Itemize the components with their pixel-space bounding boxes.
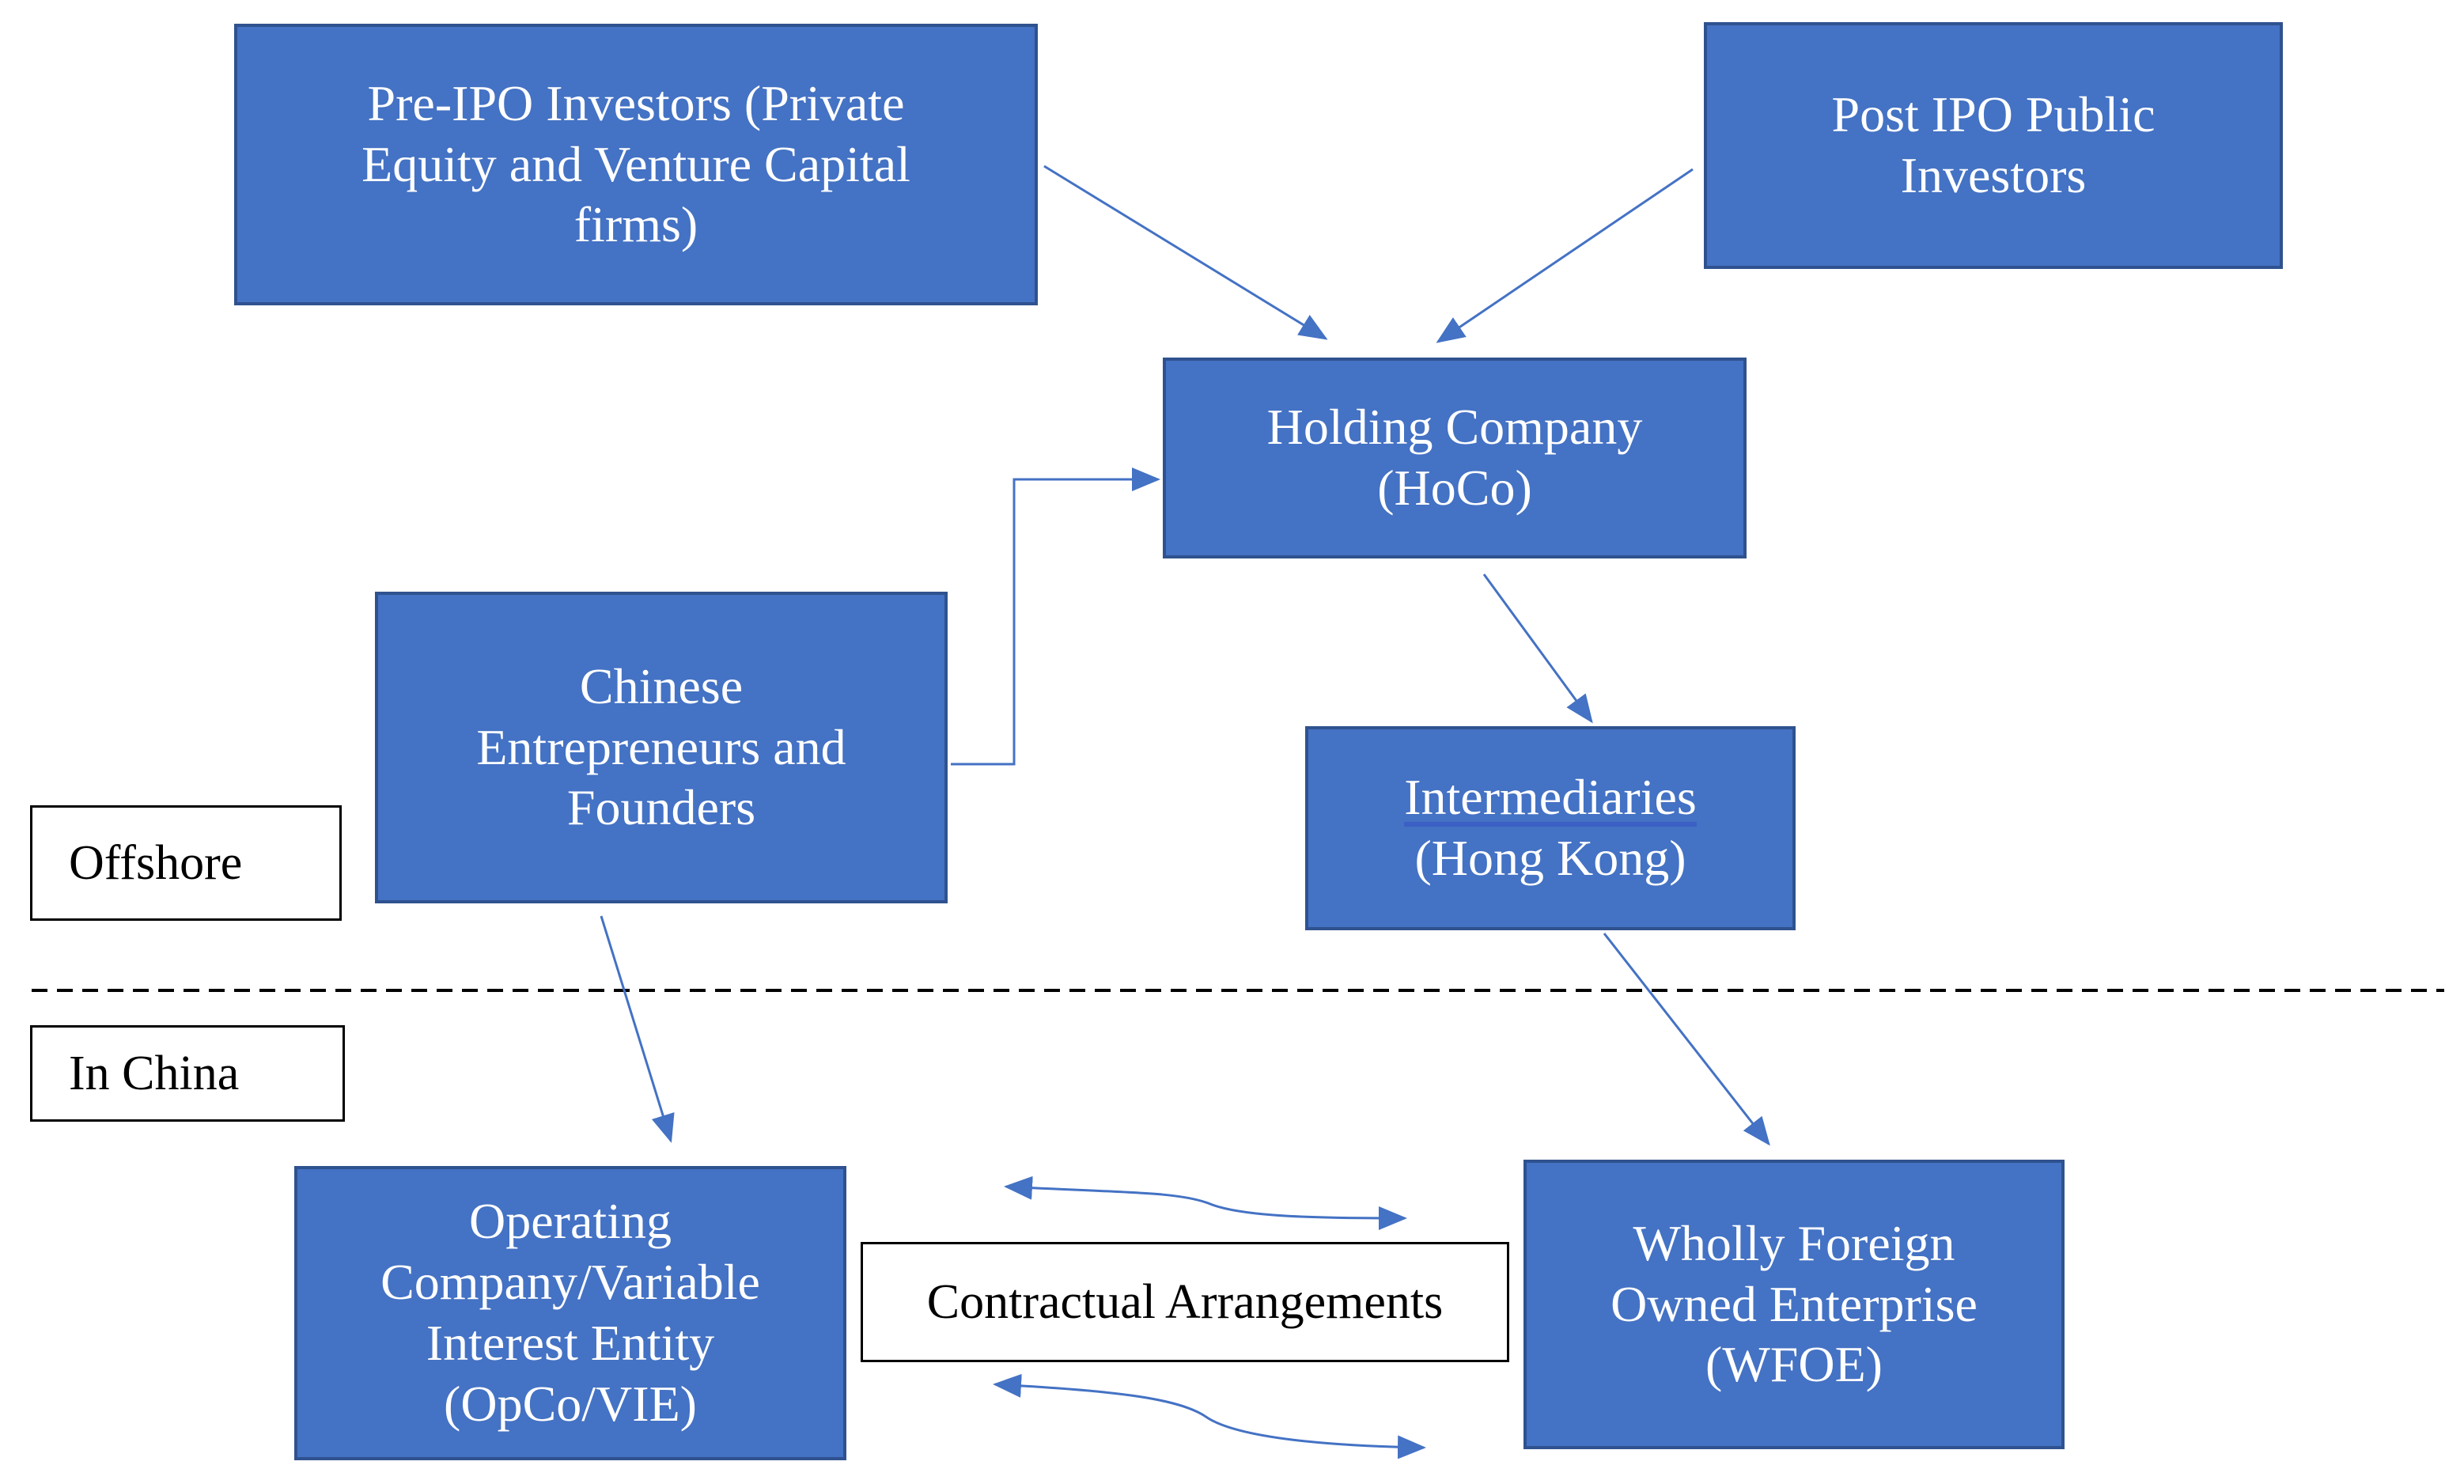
arrow-intermediaries-to-wfoe [1603,933,1770,1146]
node-hoco-line-2: (HoCo) [1377,460,1532,516]
node-founders-line-2: Entrepreneurs and [476,718,846,775]
node-opco-line-4: (OpCo/VIE) [444,1375,697,1432]
node-post-ipo-line-2: Investors [1900,147,2087,203]
zone-label-offshore: Offshore [30,805,342,921]
arrow-contract-lower [993,1373,1426,1459]
arrow-postipo-to-hoco [1436,168,1694,343]
node-opco-line-3: Interest Entity [426,1315,715,1371]
node-pre-ipo-investors: Pre-IPO Investors (Private Equity and Ve… [234,24,1038,305]
node-intermediaries-line-2: (Hong Kong) [1414,830,1686,886]
node-holding-company: Holding Company (HoCo) [1163,358,1747,558]
arrow-hoco-to-intermediaries [1482,574,1593,724]
arrow-contract-upper [1004,1175,1407,1230]
node-opco-vie: Operating Company/Variable Interest Enti… [294,1166,846,1460]
node-post-ipo-investors: Post IPO Public Investors [1704,22,2283,269]
node-intermediaries-line-1: Intermediaries [1404,769,1697,826]
node-opco-line-2: Company/Variable [380,1254,760,1311]
arrow-founders-to-hoco [951,468,1160,766]
label-contractual-arrangements: Contractual Arrangements [861,1242,1509,1362]
node-pre-ipo-line-3: firms) [573,196,698,253]
node-pre-ipo-line-1: Pre-IPO Investors (Private [367,74,905,131]
node-post-ipo-line-1: Post IPO Public [1831,86,2156,143]
arrow-founders-to-opco [600,915,675,1143]
node-founders-line-1: Chinese [579,657,744,714]
node-wfoe-line-1: Wholly Foreign [1633,1214,1955,1271]
node-wfoe: Wholly Foreign Owned Enterprise (WFOE) [1523,1160,2065,1449]
node-chinese-founders: Chinese Entrepreneurs and Founders [375,592,948,903]
node-hoco-line-1: Holding Company [1266,399,1643,456]
node-intermediaries: Intermediaries (Hong Kong) [1305,726,1796,930]
zone-label-in-china: In China [30,1025,345,1122]
node-wfoe-line-2: Owned Enterprise [1610,1275,1978,1332]
arrow-preipo-to-hoco [1043,165,1328,340]
node-founders-line-3: Founders [566,779,756,836]
node-pre-ipo-line-2: Equity and Venture Capital [361,135,910,192]
node-wfoe-line-3: (WFOE) [1705,1336,1883,1393]
node-opco-line-1: Operating [469,1193,672,1250]
